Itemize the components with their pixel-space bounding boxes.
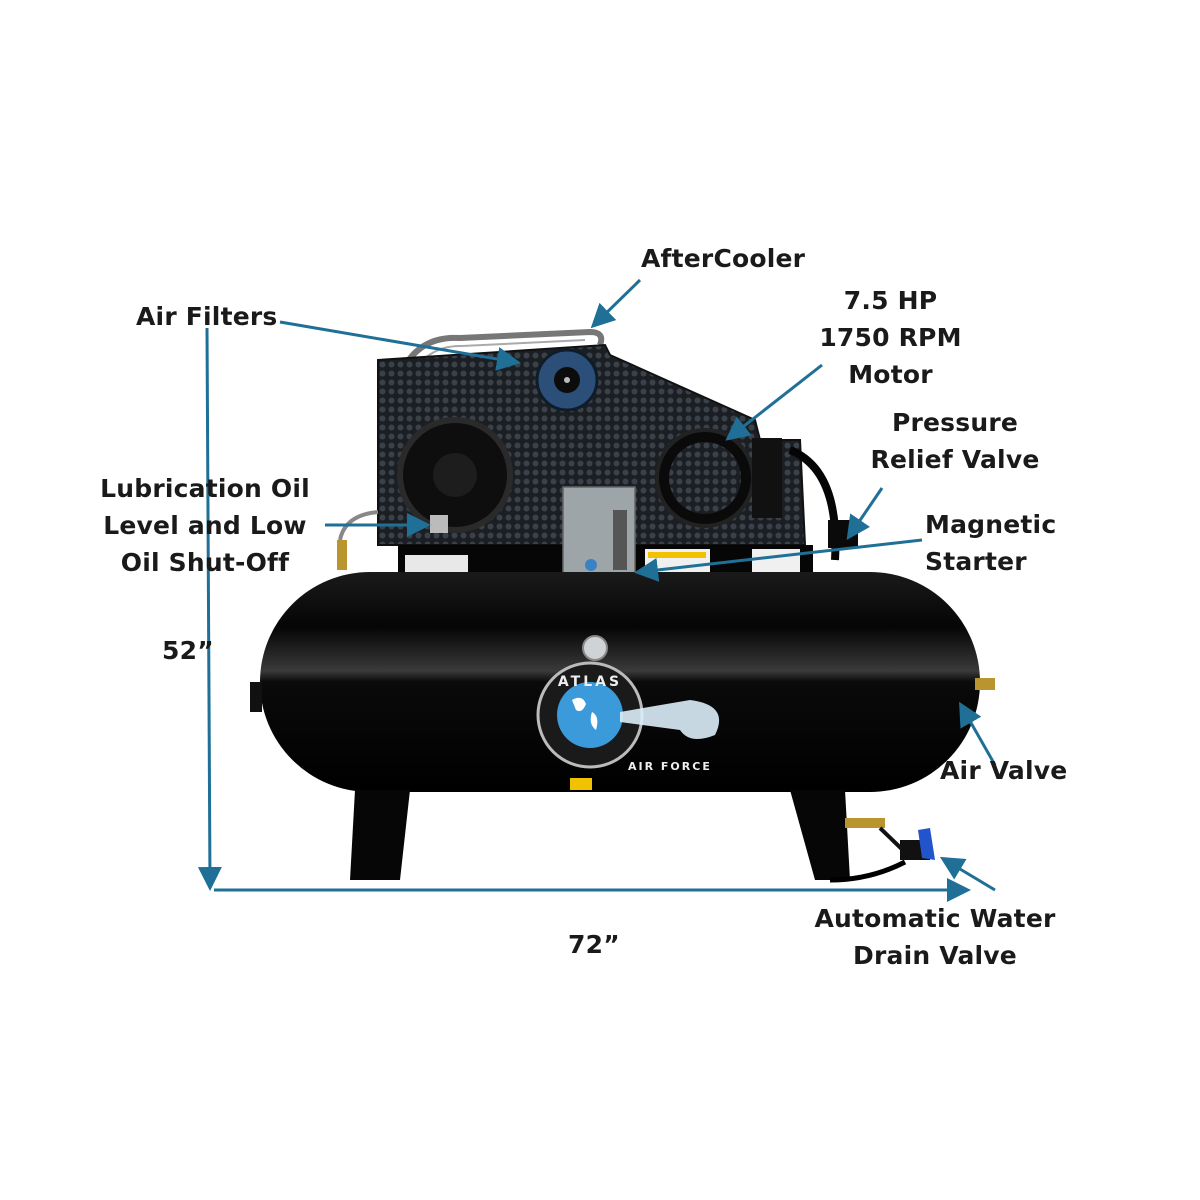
label-motor-rpm: 1750 RPM xyxy=(819,323,962,352)
flywheel xyxy=(397,417,513,533)
label-aftercooler: AfterCooler xyxy=(641,244,806,273)
check-valve xyxy=(337,540,347,570)
oil-sight-glass xyxy=(430,515,448,533)
pressure-gauge xyxy=(582,635,608,661)
label-lubrication-oil: Lubrication Oil Level and Low Oil Shut-O… xyxy=(100,474,310,577)
label-air-filters: Air Filters xyxy=(136,302,278,331)
label-motor-hp: 7.5 HP xyxy=(843,286,938,315)
tank-legs xyxy=(350,790,850,880)
motor xyxy=(655,428,840,561)
logo-text-top: ATLAS xyxy=(558,674,622,690)
label-automatic-water-drain-valve: Automatic Water Drain Valve xyxy=(814,904,1056,970)
label-width-dimension: 72” xyxy=(568,930,620,959)
label-air-valve: Air Valve xyxy=(940,756,1068,785)
drain-petcock xyxy=(570,778,592,790)
air-filter xyxy=(535,348,599,412)
air-valve xyxy=(975,678,995,690)
label-height-dimension: 52” xyxy=(162,636,214,665)
logo-text-bottom: AIR FORCE xyxy=(628,760,712,773)
dimension-lines xyxy=(197,327,971,902)
callout-arrows xyxy=(279,278,997,892)
automatic-drain-valve xyxy=(829,818,935,883)
label-motor-name: Motor xyxy=(848,360,933,389)
pressure-relief-valve xyxy=(828,520,858,548)
atlas-air-force-logo xyxy=(536,661,720,769)
label-magnetic-starter: Magnetic Starter xyxy=(925,510,1057,576)
label-pressure-relief-valve: Pressure Relief Valve xyxy=(870,408,1040,474)
label-motor: 7.5 HP 1750 RPM Motor xyxy=(808,282,973,393)
